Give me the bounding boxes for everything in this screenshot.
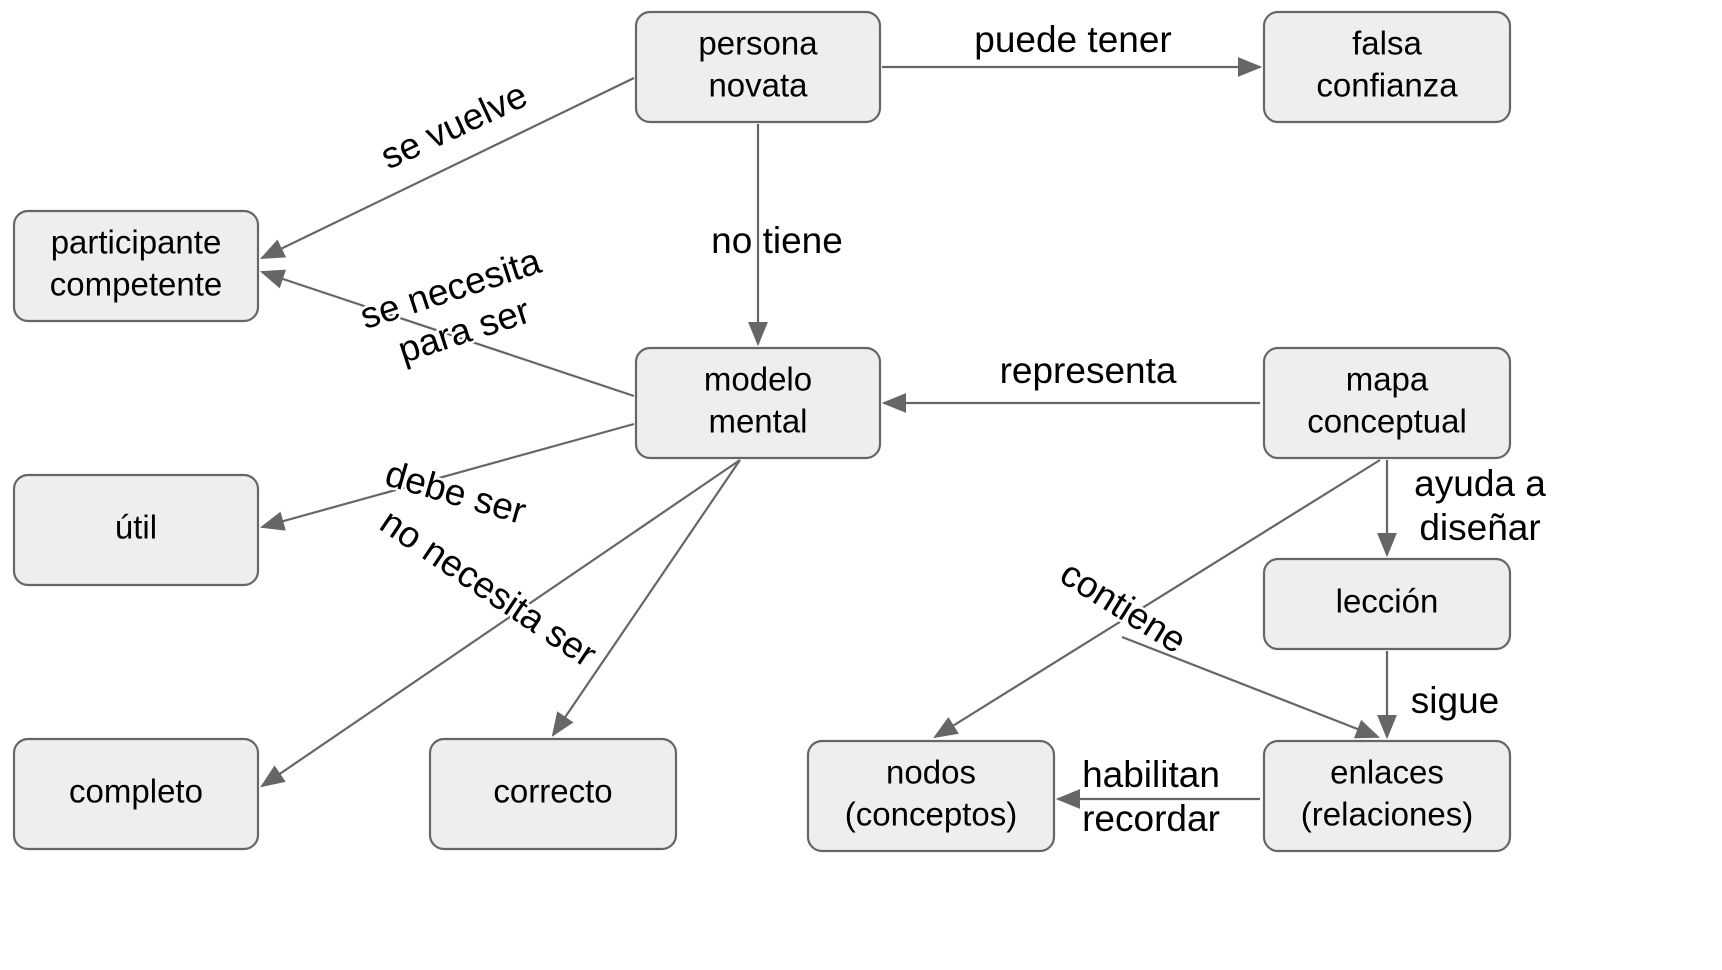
node-participante[interactable]: participante competente [12,209,260,323]
node-label: mapa [1346,361,1429,398]
edge-label-text: sigue [1411,680,1499,721]
node-label: modelo [704,361,812,398]
nodes-layer: persona novata falsa confianza participante c… [12,10,1512,853]
edge-label-text: contiene [1053,552,1193,661]
edge-label-e12: sigue [1408,677,1501,723]
edge-label-text: puede tener [974,19,1172,60]
node-label: (relaciones) [1301,796,1473,833]
edge-label-text: no necesita ser [373,501,604,675]
node-util[interactable]: útil [12,473,260,587]
node-leccion[interactable]: lección [1262,557,1512,651]
edge-label-text: no tiene [711,220,843,261]
node-box [1262,10,1512,124]
node-label: enlaces [1330,754,1444,791]
node-label: confianza [1316,67,1458,104]
edge-arrow [260,77,635,259]
edge-label-text: ayuda a [1414,463,1546,504]
edge-mapa_conceptual-to-nodos [933,459,1381,739]
node-box [1262,557,1512,651]
edge-arrow [259,422,635,531]
node-persona_novata[interactable]: persona novata [634,10,882,124]
node-box [1262,346,1512,460]
edge-label-e2: puede tener [972,16,1175,62]
node-label: conceptual [1307,403,1467,440]
node-mapa_conceptual[interactable]: mapa conceptual [1262,346,1512,460]
node-box [12,473,260,587]
node-label: completo [69,773,203,810]
node-nodos[interactable]: nodos (conceptos) [806,739,1056,853]
node-label: mental [708,403,807,440]
edge-label-e6: no necesita ser [371,498,607,677]
edge-arrow [551,459,741,737]
node-modelo_mental[interactable]: modelo mental [634,346,882,460]
edge-label-text: diseñar [1419,507,1540,548]
node-label: útil [115,509,157,546]
edge-label-text: se vuelve [374,74,533,177]
edge-label-text: habilitan [1082,754,1220,795]
edge-arrow [260,459,741,788]
node-label: participante [51,224,222,261]
node-box [806,739,1056,853]
edge-arrow [1121,635,1381,739]
node-label: correcto [493,773,612,810]
edge-label-text: recordar [1082,798,1220,839]
node-label: novata [708,67,808,104]
node-box [12,737,260,851]
node-enlaces[interactable]: enlaces (relaciones) [1262,739,1512,853]
edge-label-e3: no tiene [709,217,846,263]
node-box [1262,739,1512,853]
node-completo[interactable]: completo [12,737,260,851]
edge-label-e8: representa [997,347,1179,393]
node-label: falsa [1352,25,1422,62]
node-box [634,346,882,460]
node-label: persona [698,25,818,62]
edges-layer [259,57,1397,809]
edge-modelo_mental-to-completo [260,459,741,788]
edge-mapa_conceptual-to-enlaces [1121,635,1381,739]
node-label: (conceptos) [845,796,1017,833]
edge-modelo_mental-to-participante [259,269,635,398]
edge-label-e10: contiene [1051,550,1196,664]
node-box [428,737,678,851]
node-label: competente [50,266,222,303]
node-correcto[interactable]: correcto [428,737,678,851]
edge-modelo_mental-to-correcto [551,459,741,737]
node-box [12,209,260,323]
node-falsa_confianza[interactable]: falsa confianza [1262,10,1512,124]
edge-arrow [933,459,1381,739]
edge-arrow [259,269,635,398]
node-label: nodos [886,754,976,791]
edge-modelo_mental-to-util [259,422,635,531]
node-box [634,10,882,124]
node-label: lección [1336,583,1439,620]
edge-persona_novata-to-participante [260,77,635,259]
edge-label-e1: se vuelve [372,71,536,179]
edge-label-text: representa [1000,350,1177,391]
